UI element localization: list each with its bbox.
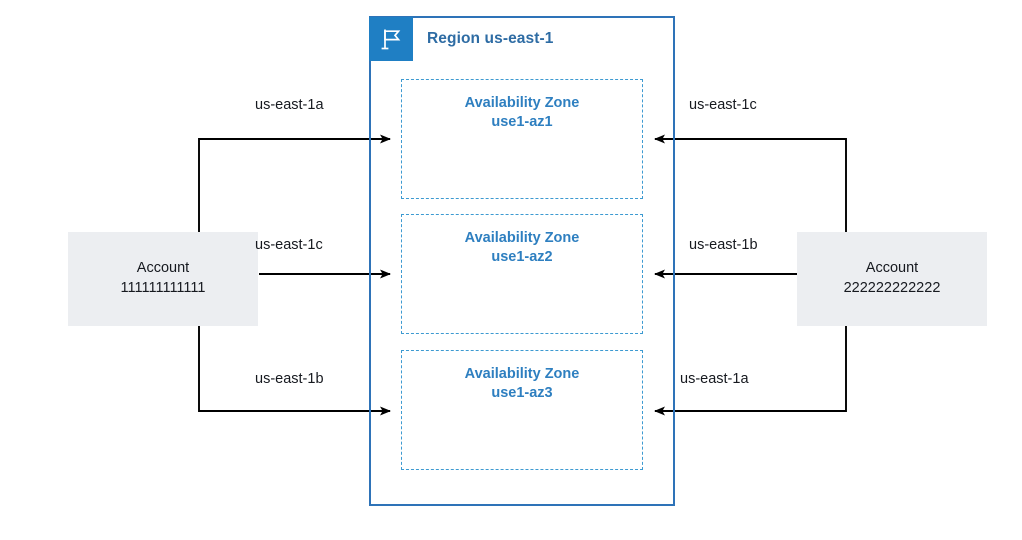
account-box-222222222222: Account 222222222222 bbox=[797, 232, 987, 326]
connector-right-az3 bbox=[654, 326, 847, 416]
az-label-line1: Availability Zone bbox=[464, 366, 580, 382]
az-label-line1: Availability Zone bbox=[464, 95, 580, 111]
connector-right-az1 bbox=[654, 134, 847, 232]
availability-zone-label: Availability Zone use1-az3 bbox=[465, 365, 580, 402]
az-label-line2: use1-az1 bbox=[491, 113, 553, 130]
connector-left-az1 bbox=[198, 134, 391, 232]
availability-zone-az1: Availability Zone use1-az1 bbox=[401, 79, 643, 199]
connector-label-right-az3: us-east-1a bbox=[680, 371, 749, 387]
account-box-111111111111: Account 111111111111 bbox=[68, 232, 258, 326]
region-header: Region us-east-1 bbox=[369, 16, 554, 62]
az-label-line2: use1-az2 bbox=[491, 248, 553, 265]
account-label: Account 111111111111 bbox=[121, 259, 206, 298]
connector-label-right-az2: us-east-1b bbox=[689, 237, 758, 253]
account-number: 222222222222 bbox=[843, 280, 941, 296]
az-label-line2: use1-az3 bbox=[491, 384, 553, 401]
availability-zone-label: Availability Zone use1-az2 bbox=[465, 229, 580, 266]
connector-label-left-az2: us-east-1c bbox=[255, 237, 323, 253]
region-container bbox=[369, 16, 675, 506]
region-title: Region us-east-1 bbox=[427, 30, 554, 47]
account-title: Account bbox=[865, 260, 919, 277]
availability-zone-az3: Availability Zone use1-az3 bbox=[401, 350, 643, 470]
connector-label-right-az1: us-east-1c bbox=[689, 97, 757, 113]
region-flag-icon bbox=[369, 17, 413, 61]
account-number: 111111111111 bbox=[120, 280, 206, 296]
az-label-line1: Availability Zone bbox=[464, 230, 580, 246]
account-title: Account bbox=[136, 260, 190, 277]
connector-left-az3 bbox=[198, 326, 391, 416]
account-label: Account 222222222222 bbox=[844, 259, 941, 298]
availability-zone-az2: Availability Zone use1-az2 bbox=[401, 214, 643, 334]
connector-label-left-az1: us-east-1a bbox=[255, 97, 324, 113]
connector-label-left-az3: us-east-1b bbox=[255, 371, 324, 387]
availability-zone-label: Availability Zone use1-az1 bbox=[465, 94, 580, 131]
